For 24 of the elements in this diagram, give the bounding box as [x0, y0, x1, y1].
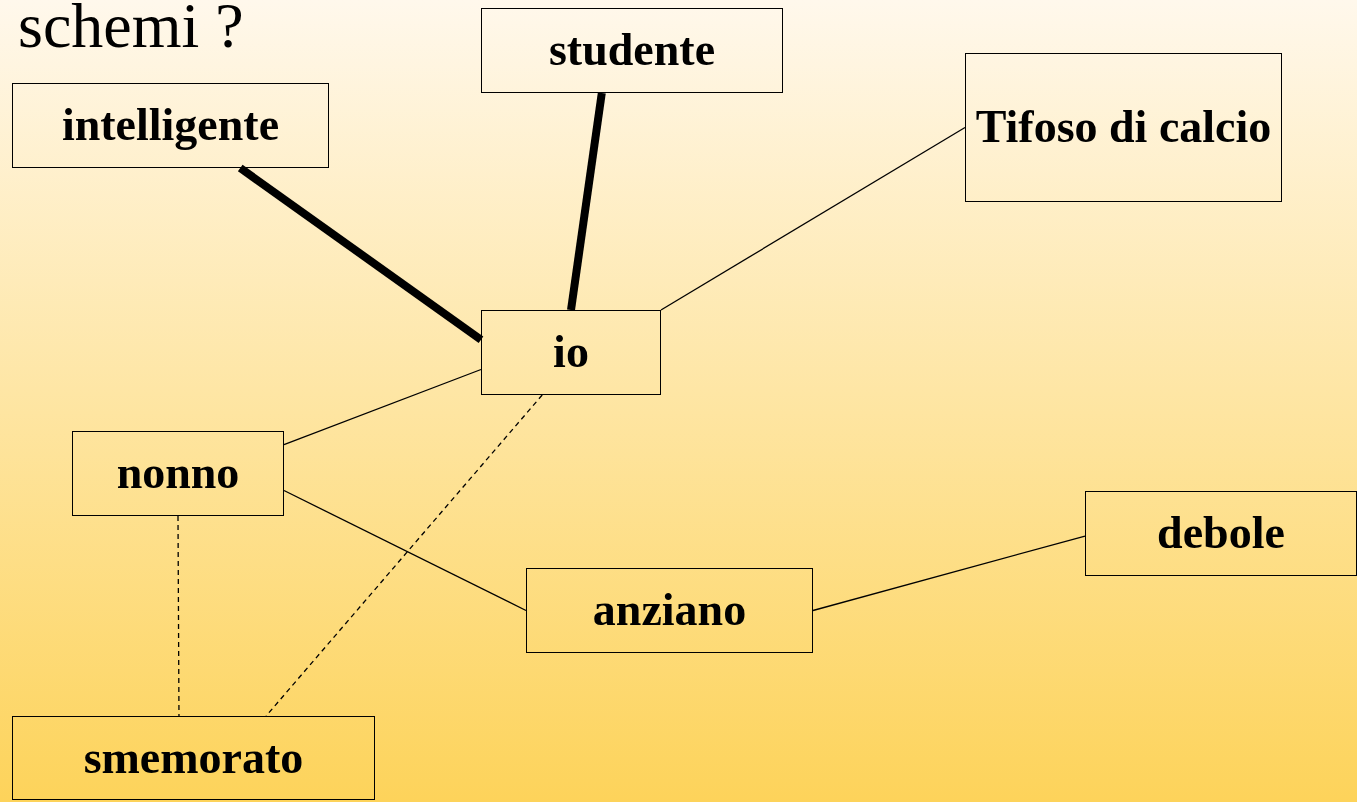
connector-line: [283, 489, 527, 612]
concept-box: [12, 716, 375, 800]
connector-line: [237, 164, 484, 343]
concept-box: [965, 53, 1282, 202]
concept-box: [72, 431, 284, 516]
connector-line: [567, 92, 606, 311]
connector-line: [283, 368, 482, 446]
concept-label: intelligente: [61, 98, 280, 153]
concept-box: [481, 310, 661, 395]
concept-box: [12, 83, 329, 168]
concept-label: nonno: [116, 446, 240, 501]
concept-label: studente: [548, 23, 716, 78]
concept-label: Tifoso di calcio: [975, 100, 1272, 155]
concept-label: anziano: [592, 583, 747, 638]
concept-label: smemorato: [83, 730, 304, 785]
dashed-line: [177, 515, 180, 717]
concept-label: debole: [1157, 506, 1285, 561]
title: schemi ?: [18, 0, 244, 58]
concept-label: io: [553, 325, 589, 380]
concept-box: [481, 8, 783, 93]
connector-line: [812, 535, 1086, 612]
connector-line: [660, 126, 966, 311]
concept-box: [1085, 491, 1357, 576]
concept-box: [526, 568, 813, 653]
